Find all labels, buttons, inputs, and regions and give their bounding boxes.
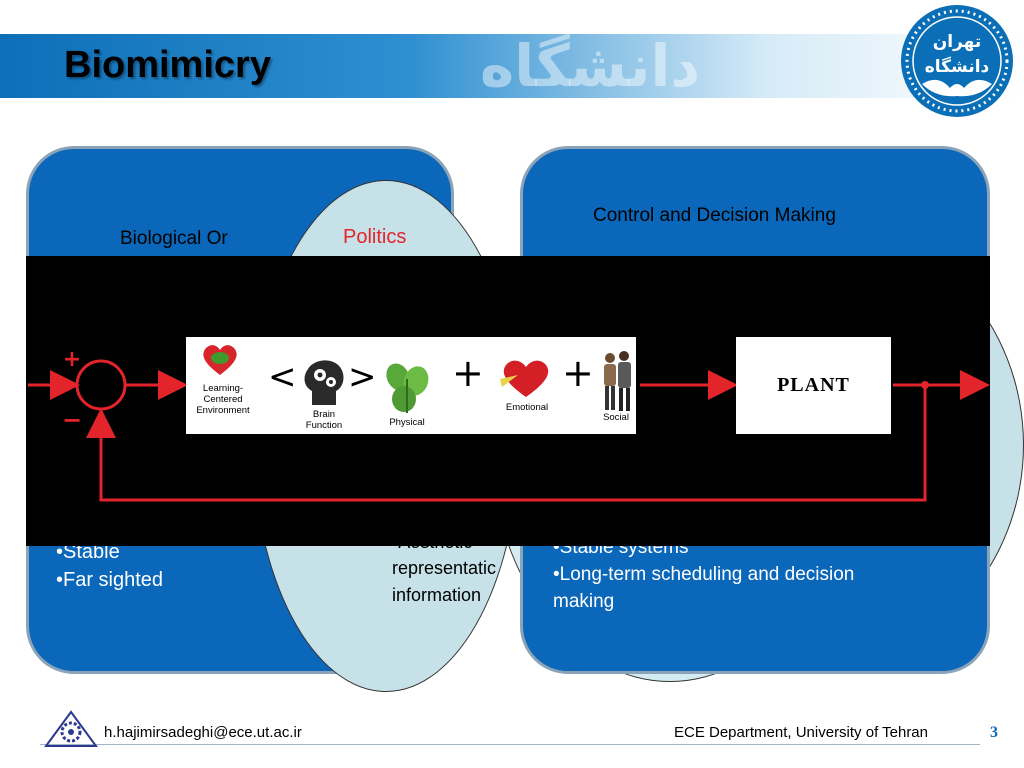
logo-wings <box>922 79 992 97</box>
social-people-icon <box>604 351 631 411</box>
social-label: Social <box>603 412 629 423</box>
emotional-heart-icon <box>500 360 549 397</box>
left-bullet-stable: •Stable <box>56 541 120 563</box>
politics-heading: Politics <box>343 226 407 248</box>
green-leaves-icon <box>386 363 429 413</box>
center-line-information: information <box>392 585 482 605</box>
summing-junction <box>75 359 127 411</box>
footer-department: ECE Department, University of Tehran <box>674 724 928 741</box>
minus-sign: − <box>62 406 82 434</box>
plus-symbol-1: + <box>452 351 484 395</box>
university-logo: تهران دانشگاه <box>901 5 1013 117</box>
plant-label: PLANT <box>777 374 850 396</box>
learning-centered-label: Learning- Centered Environment <box>196 383 250 416</box>
left-bullet-far-sighted: •Far sighted <box>56 569 164 591</box>
logo-text-top: تهران <box>933 32 982 52</box>
biological-heading: Biological Or <box>120 228 228 249</box>
footer-divider <box>40 744 980 745</box>
logo-text-bottom: دانشگاه <box>925 56 990 77</box>
feedback-path <box>86 385 927 502</box>
right-bullet-making: making <box>553 591 615 612</box>
plant-block: PLANT <box>736 337 891 434</box>
greater-than-symbol: > <box>348 357 377 397</box>
slide-title: Biomimicry <box>64 44 271 86</box>
heart-leaf-icon <box>203 345 237 375</box>
brain-function-label: Brain Function <box>305 409 343 431</box>
controller-card: Learning- Centered Environment < Brain F… <box>186 337 636 434</box>
header-band-watermark: دانشگاه <box>480 34 701 98</box>
physical-label: Physical <box>389 417 425 428</box>
center-line-representation: representatic <box>392 558 497 578</box>
engineering-faculty-logo <box>44 710 98 747</box>
emotional-label: Emotional <box>505 402 549 413</box>
plus-sign: + <box>63 347 81 372</box>
less-than-symbol: < <box>268 357 297 397</box>
header-band: دانشگاه <box>0 34 1024 98</box>
plus-symbol-2: + <box>562 351 594 395</box>
control-heading: Control and Decision Making <box>593 205 836 226</box>
right-bullet-long-term: •Long-term scheduling and decision <box>553 564 855 585</box>
brain-gears-icon <box>304 360 344 405</box>
page-number: 3 <box>990 724 998 741</box>
footer-email: h.hajimirsadeghi@ece.ut.ac.ir <box>104 724 302 741</box>
